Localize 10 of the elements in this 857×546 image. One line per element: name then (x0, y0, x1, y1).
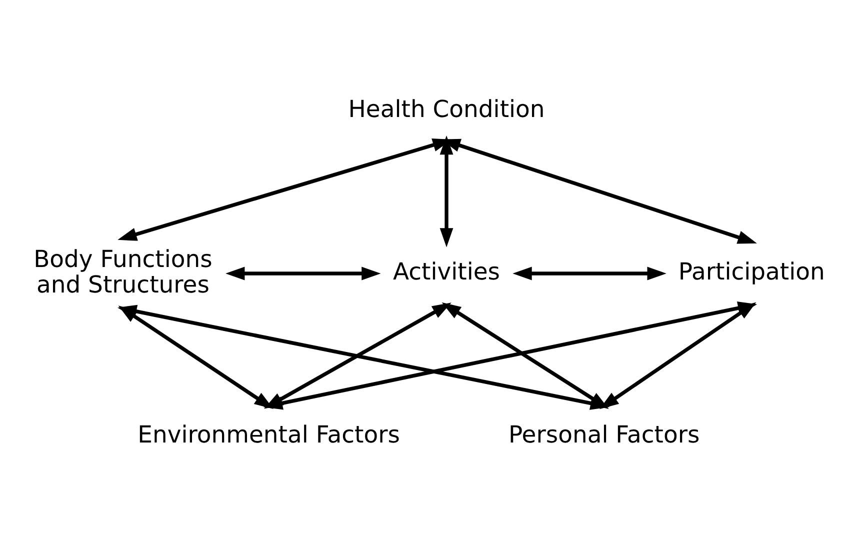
node-text: Health Condition (348, 94, 545, 123)
node-text: Body Functions and Structures (34, 244, 212, 298)
node-text: Personal Factors (508, 420, 700, 448)
arrow (226, 266, 381, 280)
node-text: Environmental Factors (138, 420, 400, 448)
arrow (512, 266, 666, 280)
node-text: Activities (392, 257, 500, 286)
arrow (441, 138, 757, 244)
node-text: Participation (678, 257, 825, 286)
arrow (440, 134, 454, 247)
